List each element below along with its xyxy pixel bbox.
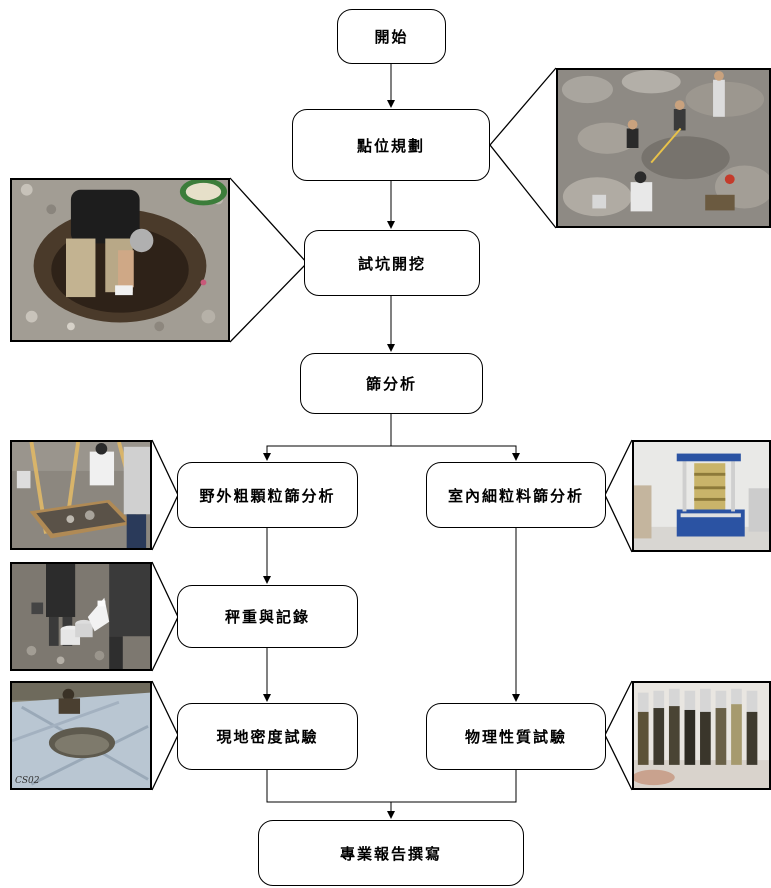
photo-lab-sieve — [632, 440, 771, 552]
arrow-density-to-report — [266, 770, 395, 819]
photo-test-pit — [10, 178, 230, 342]
node-point-planning-label: 點位規劃 — [356, 136, 425, 155]
node-lab-fine-sieve: 室內細粒料篩分析 — [426, 462, 606, 528]
node-field-density: 現地密度試驗 — [177, 703, 358, 770]
node-weigh-record: 秤重與記錄 — [177, 585, 358, 648]
node-field-coarse-sieve-label: 野外粗顆粒篩分析 — [199, 486, 336, 505]
node-sieve-analysis: 篩分析 — [300, 353, 483, 414]
photo-point-planning — [556, 68, 771, 228]
photo-field-sieve — [10, 440, 152, 550]
node-start-label: 開始 — [374, 28, 409, 46]
callout-weigh — [151, 561, 179, 672]
callout-physical — [604, 680, 633, 791]
arrow-sieve-to-field — [263, 414, 392, 461]
node-sieve-analysis-label: 篩分析 — [365, 375, 417, 393]
node-test-pit-label: 試坑開挖 — [357, 254, 426, 273]
callout-density — [151, 680, 179, 791]
photo-physical-test — [632, 681, 771, 790]
node-field-density-label: 現地密度試驗 — [216, 728, 319, 746]
node-point-planning: 點位規劃 — [292, 109, 490, 181]
photo-field-density: CS02 — [10, 681, 152, 790]
node-report: 專業報告撰寫 — [258, 820, 524, 886]
node-test-pit: 試坑開挖 — [304, 230, 480, 296]
node-field-coarse-sieve: 野外粗顆粒篩分析 — [177, 462, 358, 528]
node-lab-fine-sieve-label: 室內細粒料篩分析 — [447, 486, 584, 505]
node-weigh-record-label: 秤重與記錄 — [224, 608, 310, 626]
photo-weigh-record — [10, 562, 152, 671]
node-start: 開始 — [337, 9, 446, 64]
arrow-sieve-to-lab — [391, 445, 520, 461]
callout-pit — [229, 177, 308, 343]
node-physical-test: 物理性質試驗 — [426, 703, 606, 770]
line-physical-to-report — [391, 770, 517, 803]
callout-lab-sieve — [604, 439, 633, 553]
photo-density-stamp: CS02 — [15, 776, 40, 786]
callout-planning — [489, 67, 557, 229]
node-physical-test-label: 物理性質試驗 — [464, 728, 567, 746]
node-report-label: 專業報告撰寫 — [339, 844, 442, 863]
callout-field-sieve — [151, 439, 179, 551]
